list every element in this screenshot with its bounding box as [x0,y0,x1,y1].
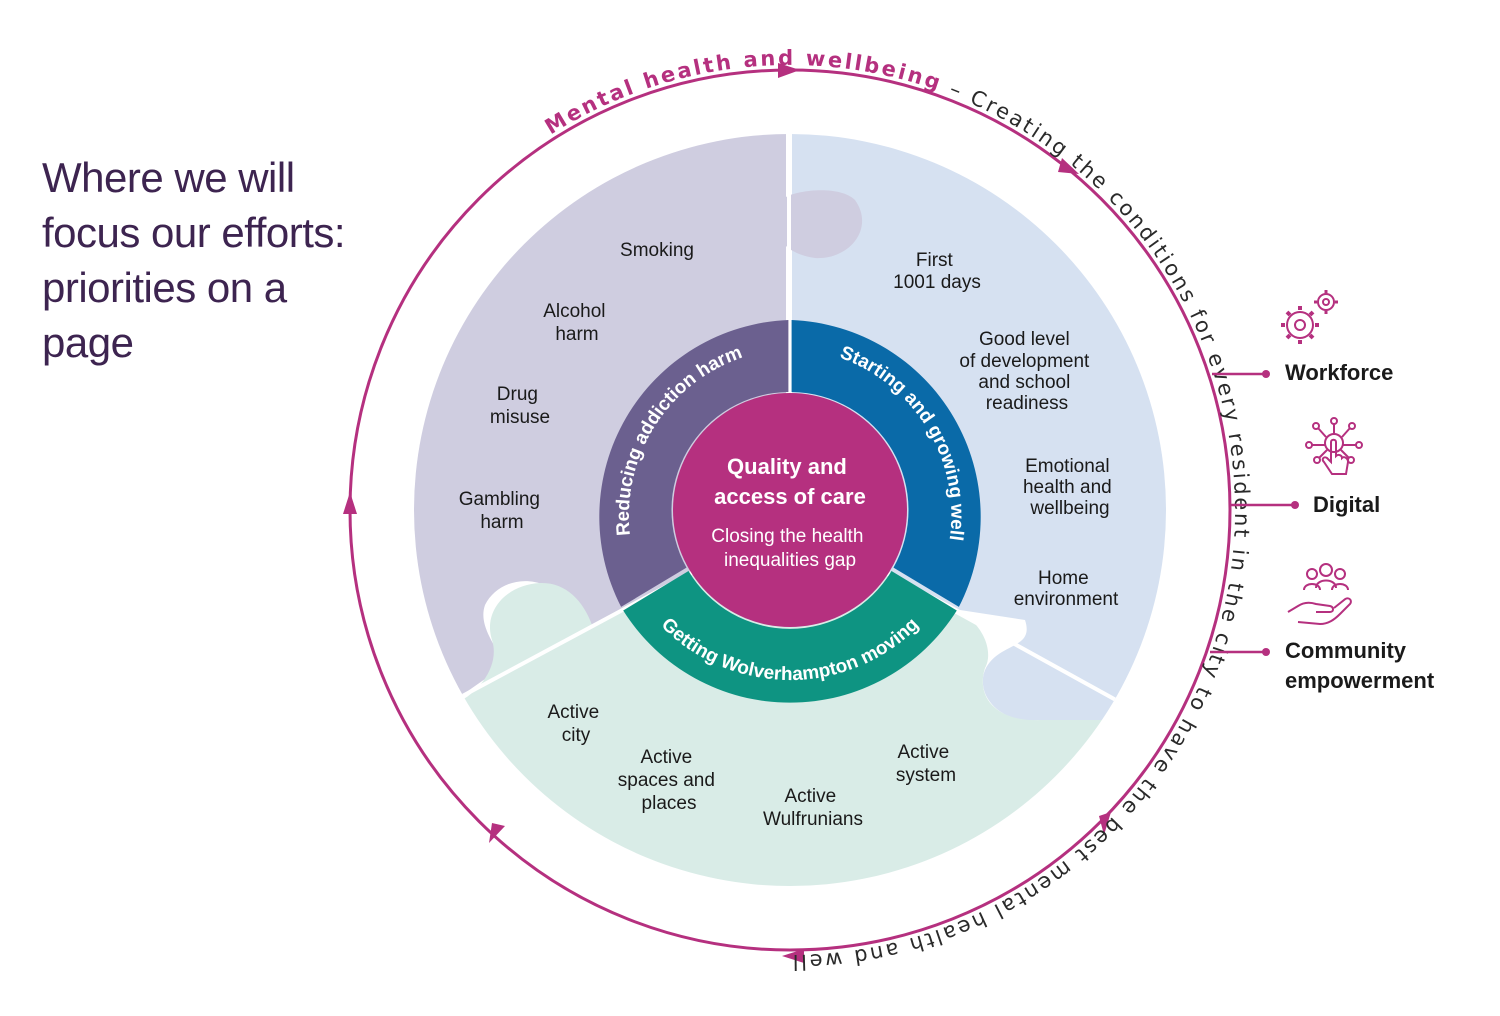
starting-item: Good level of development and school rea… [959,329,1094,414]
moving-item: Active Wulfrunians [763,786,863,830]
addiction-item: Gambling harm [459,489,546,533]
enabler-digital-label: Digital [1313,492,1380,517]
starting-item: Emotional health and wellbeing [1023,456,1117,519]
segment-addiction [599,320,789,607]
page-title-line: focus our efforts: [42,209,346,256]
center-circle: Quality and access of care Closing the h… [673,393,907,627]
starting-item: First 1001 days [893,250,981,293]
segment-moving [623,571,957,703]
addiction-item: Alcohol harm [543,301,611,345]
moving-item: Active city [547,702,604,746]
moving-item: Active spaces and places [618,747,720,814]
center-heading: Quality and access of care [714,454,866,509]
addiction-item: Smoking [620,240,694,261]
starting-labels: First 1001 days Good level of developmen… [893,250,1119,610]
ring-arrow-icon [1099,812,1111,835]
enabler-community-label: Community empowerment [1285,638,1435,693]
page-title-line: page [42,319,134,366]
page-title-line: Where we will [42,154,295,201]
page-title: Where we will focus our efforts: priorit… [42,150,346,370]
segment-starting [791,320,981,607]
moving-item: Active system [896,742,956,786]
segment-ring: Reducing addiction harm Starting and gro… [599,320,981,703]
puzzle-piece-moving [414,520,1166,886]
page-title-line: priorities on a [42,264,287,311]
enabler-connectors [1210,370,1299,656]
gears-icon [1281,290,1338,344]
ring-arrows [343,63,1111,963]
moving-labels: Active city Active spaces and places Act… [547,702,956,830]
touch-network-icon [1305,417,1363,475]
addiction-item: Drug misuse [490,384,550,428]
enabler-workforce-label: Workforce [1285,360,1393,385]
community-hand-icon [1287,563,1352,626]
ring-arrow-icon [343,492,357,514]
starting-item: Home environment [1014,568,1119,610]
ring-arrow-icon [489,823,505,843]
ring-highlight: Mental health and wellbeing [541,46,946,139]
center-subheading: Closing the health inequalities gap [711,526,868,571]
enablers: Workforce Digital Community empowerment [1210,290,1435,693]
ring-arrow-icon [1058,158,1079,174]
ring-arrow-icon [778,63,800,78]
addiction-labels: Smoking Alcohol harm Drug misuse Gamblin… [459,240,694,533]
ring-arrow-icon [782,949,804,963]
